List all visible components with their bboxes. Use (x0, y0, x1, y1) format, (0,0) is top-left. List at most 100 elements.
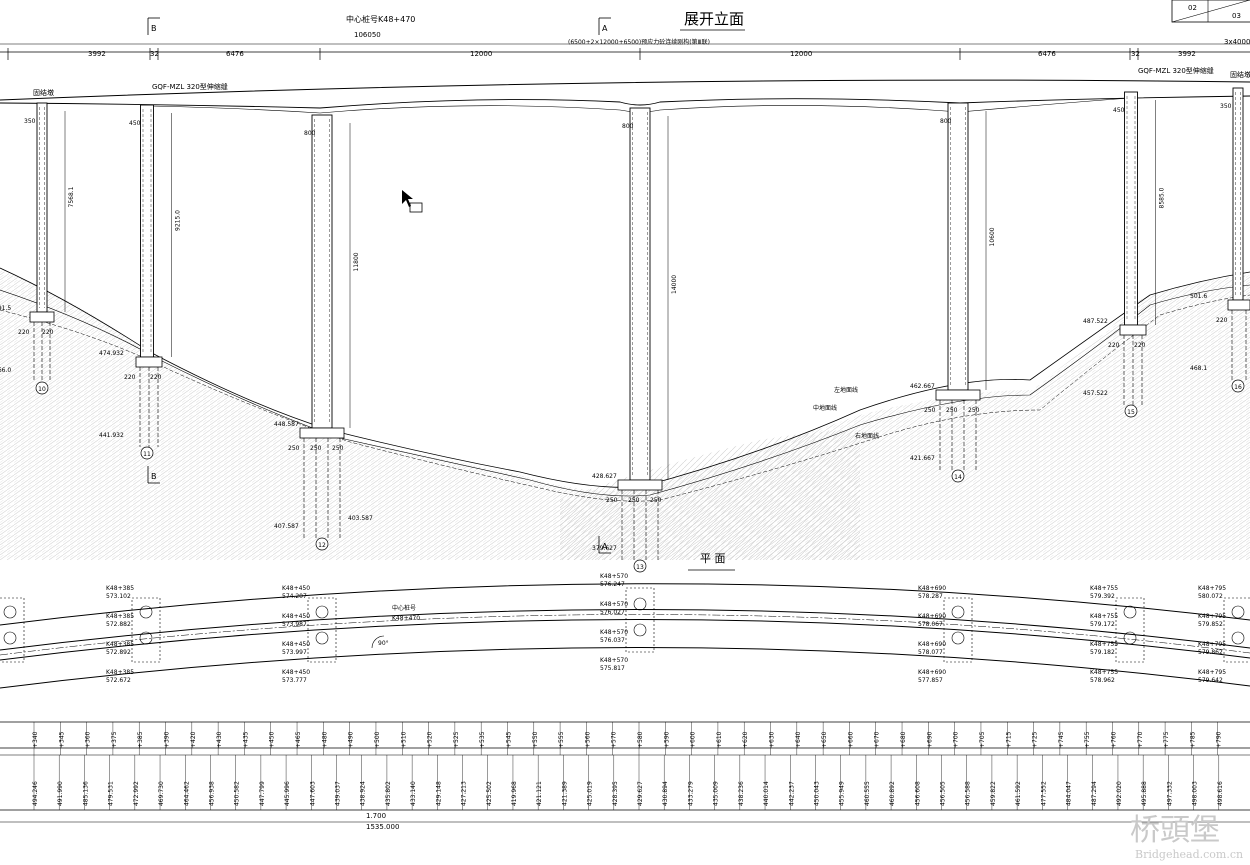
station-label: +490 (348, 731, 355, 748)
plan-pile-circle (1231, 631, 1245, 645)
station-label: +670 (874, 731, 881, 748)
ground-line-mid (0, 284, 1250, 497)
abutment-right: 固结墩 (1230, 70, 1250, 79)
plan-pile-label: K48+450 (282, 669, 310, 676)
overall-dim: (6500+2×12000+6500)预应力砼连续刚构(第Ⅲ联) (568, 38, 710, 46)
plan-pile-circle (315, 631, 329, 645)
ground-elev-label: 456.588 (965, 781, 972, 806)
station-label: +390 (164, 731, 171, 748)
plan-pile-label: K48+755 (1090, 585, 1118, 592)
station-label: +360 (85, 731, 92, 748)
station-label: +680 (900, 731, 907, 748)
plan-pile-label: K48+755 (1090, 669, 1118, 676)
station-label: +545 (505, 731, 512, 748)
ground-elev-label: 485.136 (82, 781, 89, 806)
top-dim-2: 32 (150, 50, 159, 58)
plan-pile-label: K48+385 (106, 669, 134, 676)
station-label: +620 (742, 731, 749, 748)
ground-hatch (0, 270, 1250, 560)
pier-top-elev: 448.587 (274, 421, 299, 428)
pier-width-label: 350 (1220, 103, 1232, 110)
plan-elev-label: 573.777 (282, 677, 307, 684)
watermark-logo: 桥頭堡 (1130, 813, 1220, 848)
station-label: +340 (32, 731, 39, 748)
ground-elev-label: 438.924 (360, 781, 367, 806)
pier-cap (935, 389, 981, 401)
station-label: +630 (769, 731, 776, 748)
plan-road-edge-3 (0, 619, 1250, 661)
station-label: +345 (58, 731, 65, 748)
pier-top-elev: 491.5 (0, 305, 11, 312)
station-label: +480 (321, 731, 328, 748)
ground-elev-label: 440.014 (763, 781, 770, 806)
plan-road-edge-4 (0, 647, 1250, 689)
plan-pile-circle (139, 631, 153, 645)
ground-elev-label: 498.003 (1192, 781, 1199, 806)
pier-cap-elev: 379.627 (592, 545, 617, 552)
ground-elev-label: 429.148 (435, 781, 442, 806)
plan-pile-label: K48+755 (1090, 641, 1118, 648)
station-label: +570 (611, 731, 618, 748)
pier-cap-width: 250 (946, 407, 958, 414)
pier-cap-elev: 466.0 (0, 367, 11, 374)
plan-elev-label: 575.817 (600, 665, 625, 672)
pier-cap-width: 250 (606, 497, 618, 504)
ground-elev-label: 469.730 (158, 781, 165, 806)
pier-column (36, 102, 48, 313)
pier-cap (299, 427, 345, 439)
plan-pile-label: K48+385 (106, 641, 134, 648)
station-label: +640 (795, 731, 802, 748)
top-dim-7: 32 (1131, 50, 1140, 58)
pier-cap-elev-2: 403.587 (348, 515, 373, 522)
plan-elev-label: 579.642 (1198, 677, 1223, 684)
pier-width-label: 800 (940, 118, 952, 125)
plan-pile-circle (3, 631, 17, 645)
plan-elev-label: 579.862 (1198, 649, 1223, 656)
expansion-joint-right: GQF-MZL 320型伸缩缝 (1138, 66, 1214, 75)
pier-number-circle (951, 469, 965, 483)
station-label: +550 (532, 731, 539, 748)
plan-pier-outline (131, 597, 161, 663)
plan-pile-circle (1123, 605, 1137, 619)
plan-pile-label: K48+570 (600, 629, 628, 636)
pier-height-label: 9215.0 (175, 210, 182, 231)
pier-top-elev: 462.667 (910, 383, 935, 390)
deck-top (0, 79, 1250, 101)
pier-column (947, 102, 969, 391)
station-label: +560 (584, 731, 591, 748)
ground-elev-label: 439.037 (335, 781, 342, 806)
pier-cap (135, 356, 163, 368)
station-label: +590 (663, 731, 670, 748)
plan-elev-label: 578.287 (918, 593, 943, 600)
pier-cap-width: 250 (924, 407, 936, 414)
bottom-total-1: 1.700 (366, 812, 386, 820)
pier-width-label: 800 (622, 123, 634, 130)
ground-elev-label: 494.246 (32, 781, 39, 806)
abutment-left: 固结墩 (33, 88, 54, 97)
pier-cap-width: 220 (1108, 342, 1120, 349)
ground-elev-label: 421.121 (536, 781, 543, 806)
pier-cap-width: 250 (288, 445, 300, 452)
pier-width-label: 800 (304, 130, 316, 137)
top-dim-8: 3992 (1178, 50, 1196, 58)
pier-top-elev: 474.932 (99, 350, 124, 357)
pier-width-label: 450 (1113, 107, 1125, 114)
pier-height-label: 11800 (353, 252, 360, 271)
plan-pile-label: K48+690 (918, 669, 946, 676)
station-label: +375 (111, 731, 118, 748)
ground-elev-label: 429.627 (637, 781, 644, 806)
pier-height-label: 14000 (671, 275, 678, 294)
plan-center-label: 中心桩号 (392, 604, 416, 612)
pier-cap (1119, 324, 1147, 336)
pier-cap (29, 311, 55, 323)
plan-pier-outline (943, 597, 973, 663)
pier-column (1232, 87, 1244, 301)
station-label: +745 (1058, 731, 1065, 748)
watermark-url: Bridgehead.com.cn (1135, 848, 1243, 861)
pier-cap-elev: 441.932 (99, 432, 124, 439)
ground-elev-label: 438.236 (738, 781, 745, 806)
station-table (0, 721, 1250, 823)
pier-height-label: 8585.0 (1159, 187, 1166, 208)
sheet-number-box: 02 03 (1171, 0, 1250, 23)
